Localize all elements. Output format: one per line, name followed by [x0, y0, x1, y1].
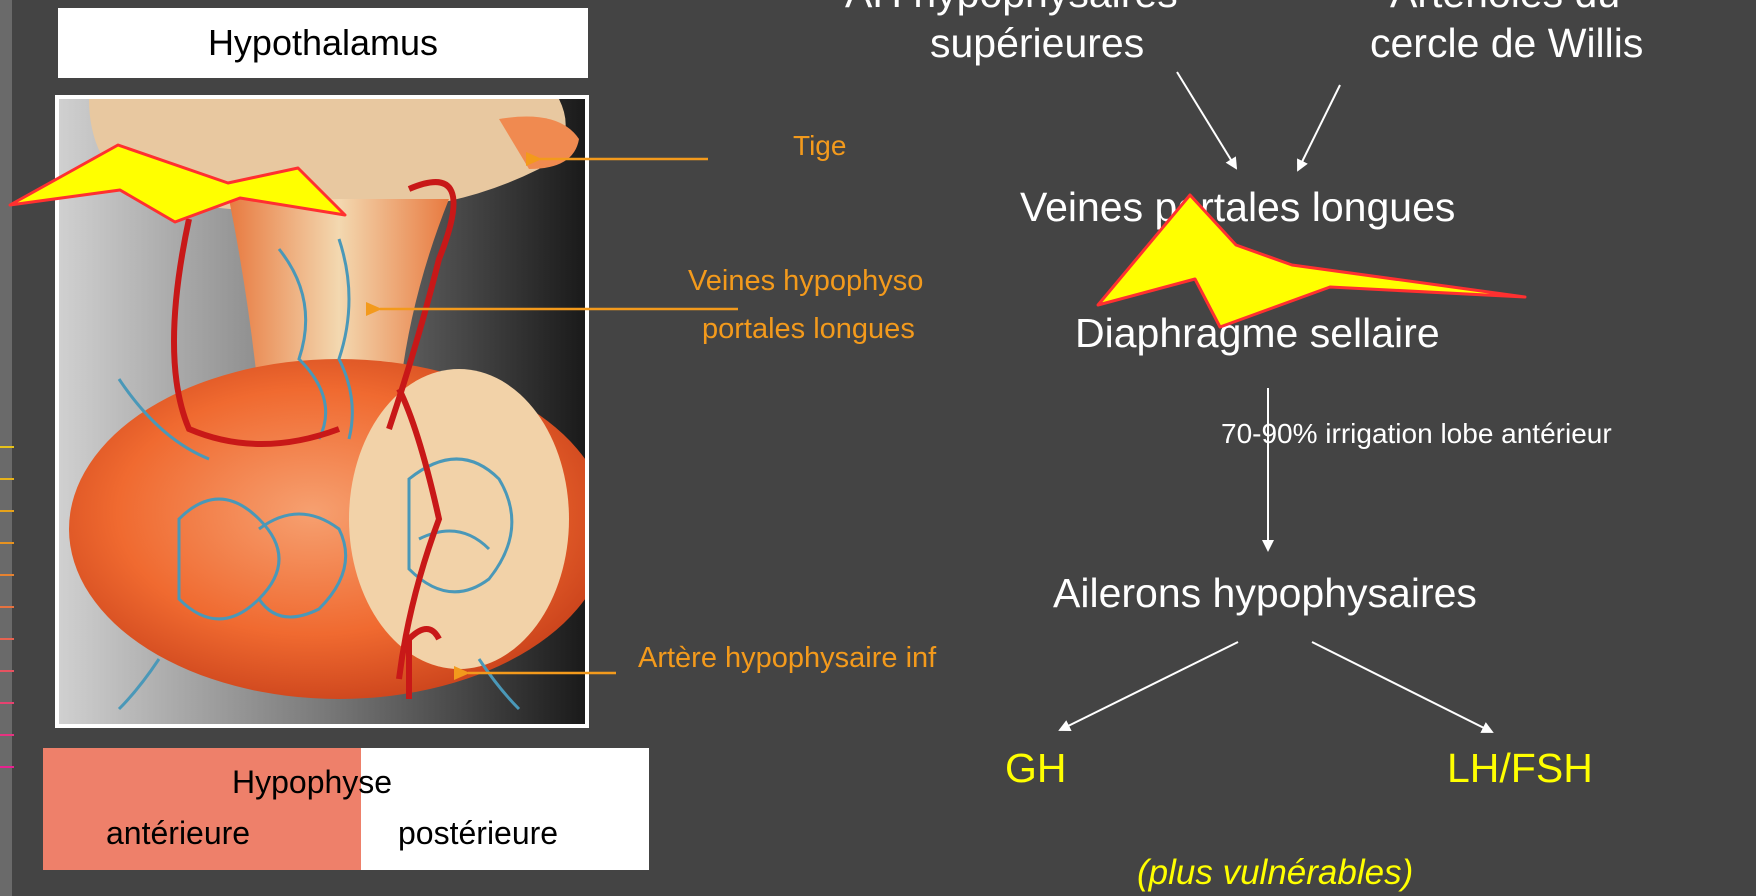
lightning-bolt-icon [1098, 195, 1525, 327]
lightning-bolt-icon [10, 145, 345, 222]
arrow-ailerons-to-lhfsh [1312, 642, 1492, 732]
arrow-ah-to-veines [1177, 72, 1236, 168]
arrow-ailerons-to-gh [1060, 642, 1238, 730]
arrow-arterioles-to-veines [1298, 85, 1340, 170]
